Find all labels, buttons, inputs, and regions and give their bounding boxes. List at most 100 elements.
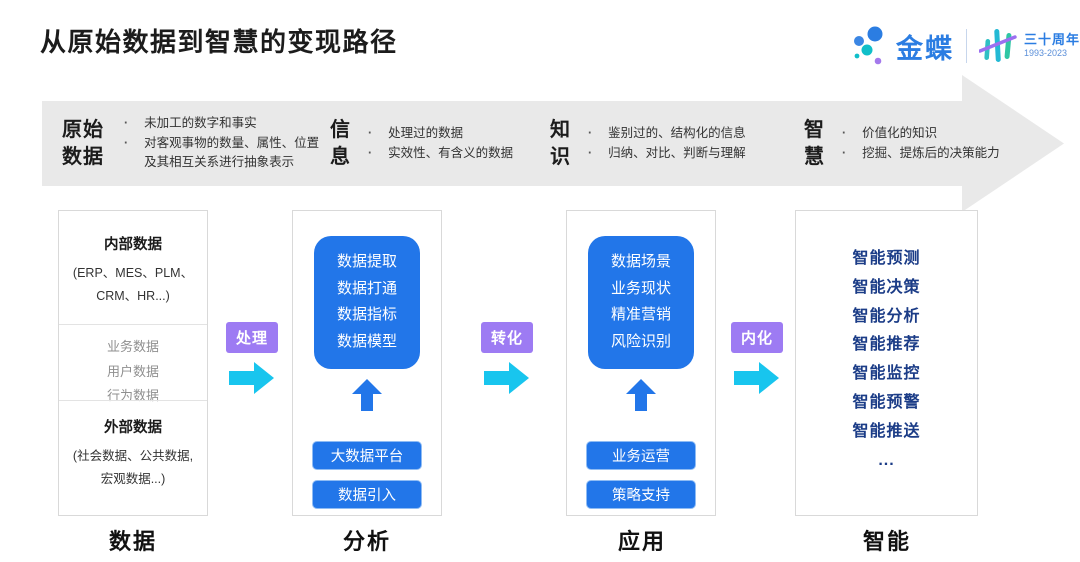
application-column: 数据场景 业务现状 精准营销 风险识别 业务运营 策略支持 <box>566 210 716 516</box>
stage-wisdom: 智慧 · 价值化的知识 · 挖掘、提炼后的决策能力 <box>804 101 1012 186</box>
bullet-dot-icon: · <box>124 135 129 150</box>
thirty-anniversary-icon <box>979 28 1017 62</box>
stage-point: · 处理过的数据 <box>368 124 533 143</box>
stage-term: 知识 <box>550 118 571 168</box>
right-arrow-icon <box>734 362 780 394</box>
stage-point-text: 归纳、对比、判断与理解 <box>608 145 746 160</box>
data-type: 用户数据 <box>106 363 159 379</box>
right-arrow-icon <box>229 362 275 394</box>
stage-term: 信息 <box>330 118 351 168</box>
stage-point-text: 鉴别过的、结构化的信息 <box>608 126 746 141</box>
intelligence-item: 智能监控 <box>852 365 921 383</box>
kingdee-dots-icon <box>854 26 883 65</box>
intelligence-item: 智能预测 <box>852 250 921 267</box>
application-main-box: 数据场景 业务现状 精准营销 风险识别 <box>588 236 694 369</box>
internal-data-section: 内部数据 (ERP、MES、PLM、 CRM、HR...) <box>59 211 207 324</box>
footer-label-intelligence: 智能 <box>862 529 912 554</box>
banner-arrow-body <box>42 101 962 186</box>
analysis-capability: 数据模型 <box>336 333 397 351</box>
bullet-dot-icon: · <box>368 145 373 160</box>
data-type: 行为数据 <box>106 388 159 404</box>
connector-label: 转化 <box>480 322 533 353</box>
stage-points: · 鉴别过的、结构化的信息 · 归纳、对比、判断与理解 <box>588 124 768 163</box>
stage-points: · 价值化的知识 · 挖掘、提炼后的决策能力 <box>842 124 1012 163</box>
business-data-section: 业务数据 用户数据 行为数据 <box>59 324 207 403</box>
analysis-capability: 数据提取 <box>336 253 397 270</box>
stage-point-text: 对客观事物的数量、属性、位置及其相互关系进行抽象表示 <box>144 135 320 170</box>
connector-label: 处理 <box>225 322 278 353</box>
stage-term: 原始数据 <box>62 118 104 168</box>
page-title: 从原始数据到智慧的变现路径 <box>40 27 398 57</box>
anniversary-years: 1993-2023 <box>1024 48 1068 59</box>
stage-point: · 未加工的数字和事实 <box>124 114 320 133</box>
external-data-systems: 宏观数据...) <box>100 471 166 486</box>
anniversary-label: 三十周年 <box>1024 32 1080 48</box>
stage-point-text: 处理过的数据 <box>388 126 464 141</box>
internal-data-systems: (ERP、MES、PLM、 <box>72 266 194 280</box>
stage-point-text: 价值化的知识 <box>862 126 938 141</box>
connector-internalize: 内化 <box>729 322 785 394</box>
logo-divider <box>966 29 967 63</box>
kingdee-logo: 金蝶 三十周年 1993-2023 <box>852 18 1080 74</box>
footer-label-analysis: 分析 <box>342 529 392 554</box>
analysis-main-box: 数据提取 数据打通 数据指标 数据模型 <box>314 236 420 369</box>
anniversary-text: 三十周年 1993-2023 <box>1024 32 1080 59</box>
connector-label: 内化 <box>730 322 783 353</box>
footer-label-application: 应用 <box>617 529 667 554</box>
intelligence-item: 智能预警 <box>852 393 921 411</box>
stage-point-text: 实效性、有含义的数据 <box>388 145 514 160</box>
internal-data-title: 内部数据 <box>104 237 162 253</box>
brand-name: 金蝶 <box>896 33 954 64</box>
application-scenario: 业务现状 <box>610 279 671 297</box>
internal-data-systems: CRM、HR...) <box>96 288 170 303</box>
intelligence-item: 智能推送 <box>852 422 921 440</box>
up-arrow-icon <box>351 378 383 411</box>
data-type: 业务数据 <box>106 339 159 354</box>
stage-point: · 挖掘、提炼后的决策能力 <box>842 144 1012 163</box>
connector-process: 处理 <box>224 322 280 394</box>
stage-point: · 实效性、有含义的数据 <box>368 144 533 163</box>
data-column: 内部数据 (ERP、MES、PLM、 CRM、HR...) 业务数据 用户数据 … <box>58 210 208 516</box>
right-arrow-icon <box>484 362 530 394</box>
application-scenario: 数据场景 <box>610 253 671 270</box>
analysis-column: 数据提取 数据打通 数据指标 数据模型 大数据平台 数据引入 <box>292 210 442 516</box>
stage-information: 信息 · 处理过的数据 · 实效性、有含义的数据 <box>330 101 533 186</box>
bullet-dot-icon: · <box>368 126 373 141</box>
stage-point-text: 未加工的数字和事实 <box>144 116 257 131</box>
analysis-capability: 数据指标 <box>336 306 397 324</box>
big-data-platform-button: 大数据平台 <box>312 440 422 470</box>
stage-point: · 归纳、对比、判断与理解 <box>588 144 768 163</box>
stage-point: · 鉴别过的、结构化的信息 <box>588 124 768 143</box>
application-scenario: 风险识别 <box>610 333 671 351</box>
intelligence-item: 智能决策 <box>852 278 921 296</box>
stage-point-text: 挖掘、提炼后的决策能力 <box>862 145 1000 160</box>
external-data-title: 外部数据 <box>104 420 162 436</box>
stage-term: 智慧 <box>804 118 825 168</box>
analysis-capability: 数据打通 <box>336 279 397 297</box>
stage-points: · 处理过的数据 · 实效性、有含义的数据 <box>368 124 533 163</box>
application-scenario: 精准营销 <box>610 306 671 324</box>
footer-label-data: 数据 <box>108 529 158 554</box>
stage-point: · 对客观事物的数量、属性、位置及其相互关系进行抽象表示 <box>124 134 320 173</box>
bullet-dot-icon: · <box>588 126 593 141</box>
bullet-dot-icon: · <box>842 145 847 160</box>
stage-knowledge: 知识 · 鉴别过的、结构化的信息 · 归纳、对比、判断与理解 <box>550 101 768 186</box>
up-arrow-icon <box>625 378 657 411</box>
strategy-support-button: 策略支持 <box>586 479 696 509</box>
dikw-arrow-banner: 原始数据 · 未加工的数字和事实 · 对客观事物的数量、属性、位置及其相互关系进行抽… <box>42 75 1064 212</box>
intelligence-item: 智能分析 <box>852 307 921 325</box>
external-data-systems: (社会数据、公共数据, <box>72 449 194 463</box>
business-operation-button: 业务运营 <box>586 440 696 470</box>
stage-points: · 未加工的数字和事实 · 对客观事物的数量、属性、位置及其相互关系进行抽象表示 <box>124 114 320 172</box>
data-import-button: 数据引入 <box>312 479 422 509</box>
intelligence-column: 智能预测 智能决策 智能分析 智能推荐 智能监控 智能预警 智能推送 ... <box>795 210 978 516</box>
bullet-dot-icon: · <box>124 116 129 131</box>
bullet-dot-icon: · <box>842 126 847 141</box>
intelligence-item-ellipsis: ... <box>878 451 895 469</box>
stage-raw-data: 原始数据 · 未加工的数字和事实 · 对客观事物的数量、属性、位置及其相互关系进行抽… <box>62 101 320 186</box>
external-data-section: 外部数据 (社会数据、公共数据, 宏观数据...) <box>59 400 207 515</box>
stage-point: · 价值化的知识 <box>842 124 1012 143</box>
bullet-dot-icon: · <box>588 145 593 160</box>
connector-transform: 转化 <box>479 322 535 394</box>
